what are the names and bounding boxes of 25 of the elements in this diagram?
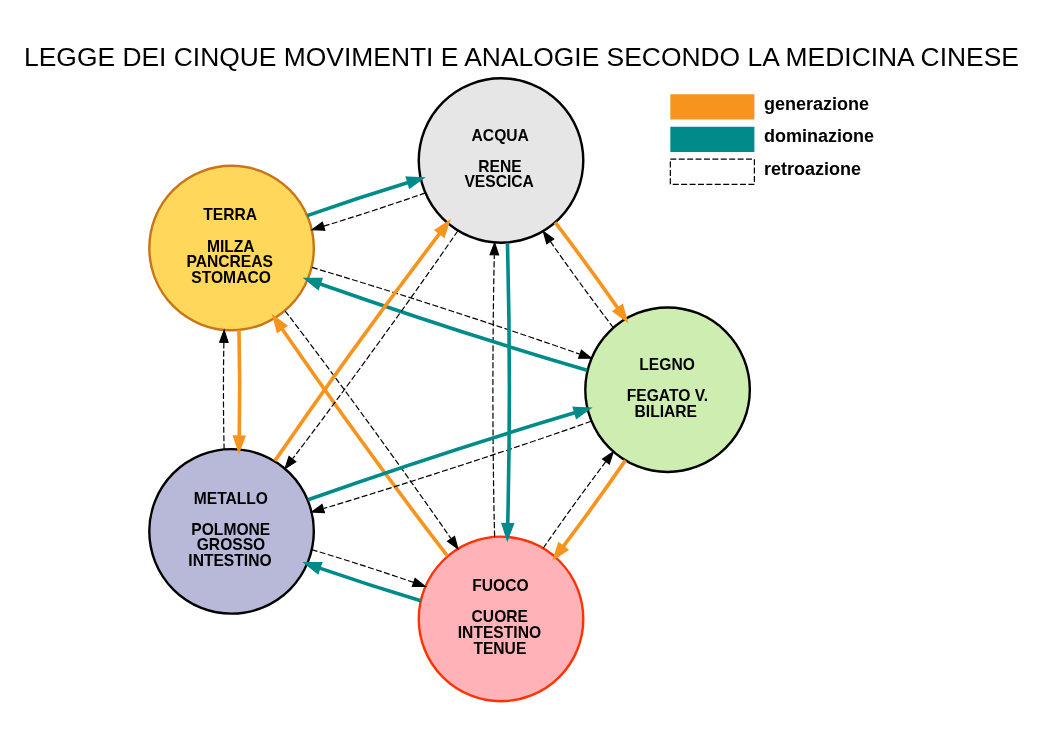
node-circle: METALLO POLMONE GROSSO INTESTINO xyxy=(148,447,316,615)
arrow xyxy=(302,277,588,372)
legend-label: retroazione xyxy=(764,158,862,179)
arrow xyxy=(307,406,593,501)
legend-label: dominazione xyxy=(764,125,875,146)
arrow xyxy=(542,229,614,328)
arrow xyxy=(271,313,449,557)
arrow xyxy=(553,220,629,323)
arrow xyxy=(283,229,459,470)
arrow xyxy=(310,191,426,231)
arrow xyxy=(309,420,592,513)
arrow xyxy=(218,328,229,450)
arrow xyxy=(302,561,422,602)
arrow xyxy=(501,242,515,542)
arrow xyxy=(311,266,594,359)
legend-label: generazione xyxy=(764,93,870,114)
arrow xyxy=(284,309,459,550)
arrow xyxy=(542,449,615,549)
diagram-title: LEGGE DEI CINQUE MOVIMENTI E ANALOGIE SECONDO LA MEDICINA CINESE xyxy=(24,41,1019,72)
arrow xyxy=(489,240,500,537)
arrow xyxy=(232,329,247,455)
arrow xyxy=(552,458,627,561)
arrow xyxy=(306,175,426,217)
arrow xyxy=(311,548,427,587)
arrow xyxy=(273,218,451,462)
